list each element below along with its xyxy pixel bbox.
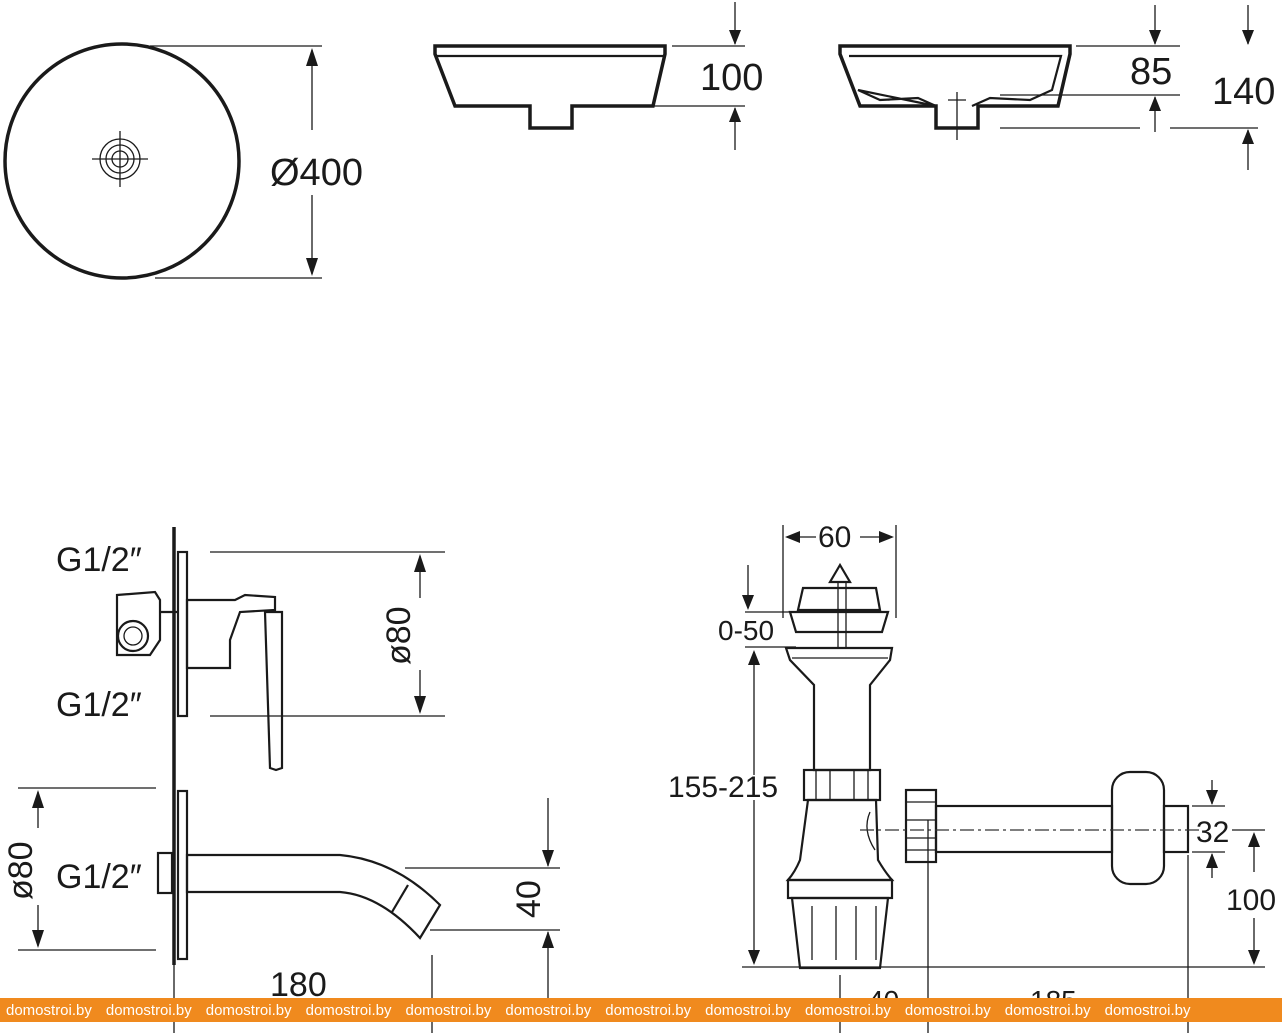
- siphon-cup: [790, 896, 890, 970]
- basin-top-view: Ø400: [3, 42, 363, 280]
- spout-body: [185, 853, 442, 940]
- basin-diameter-label: Ø400: [270, 152, 363, 194]
- plug-stopper: [828, 562, 852, 584]
- watermark-text: domostroi.by: [1104, 1001, 1191, 1019]
- watermark-text: domostroi.by: [904, 1001, 991, 1019]
- outlet-nut: [904, 788, 938, 864]
- siphon-plug-width-label: 60: [818, 521, 851, 554]
- diameter-dimension: Ø400: [150, 45, 363, 279]
- drain-symbol: [92, 131, 148, 187]
- mixer-thread-top-label: G1/2″: [56, 541, 142, 579]
- basin-inner-depth-label: 85: [1130, 51, 1172, 93]
- siphon-height-range-label: 155-215: [668, 771, 778, 804]
- siphon-outlet-diameter-label: 32: [1196, 816, 1229, 849]
- watermark-text: domostroi.by: [705, 1001, 791, 1019]
- siphon-inlet-pipe: [784, 646, 894, 772]
- spout-drawing: ø80 G1/2″ 40 180: [2, 787, 560, 1033]
- outlet-pipe: [934, 804, 1114, 854]
- mixer-wall-plate: [176, 550, 189, 718]
- basin-height-label: 100: [700, 57, 763, 99]
- mixer-lever: [263, 610, 284, 772]
- spout-drop-label: 40: [510, 880, 548, 918]
- watermark-strip: domostroi.by domostroi.by domostroi.by d…: [0, 998, 1282, 1022]
- spout-plate-diameter-label: ø80: [2, 841, 40, 900]
- mixer-plate-diameter-label: ø80: [380, 606, 418, 665]
- watermark-text: domostroi.by: [805, 1001, 891, 1019]
- spout-length-label: 180: [270, 966, 327, 1004]
- basin-total-height-label: 140: [1212, 71, 1275, 113]
- siphon-bottle: [785, 798, 895, 882]
- watermark-text: domostroi.by: [305, 1001, 392, 1019]
- watermark-text: domostroi.by: [405, 1001, 492, 1019]
- mixer-drawing: ø80 G1/2″ G1/2″: [56, 527, 445, 965]
- wall-rosette: [1110, 770, 1166, 886]
- spout-thread-label: G1/2″: [56, 858, 142, 896]
- basin-rim: [3, 42, 241, 280]
- siphon-outlet-height-label: 100: [1226, 884, 1276, 917]
- mixer-bracket: [115, 590, 162, 657]
- watermark-text: domostroi.by: [6, 1001, 92, 1019]
- mixer-thread-bottom-label: G1/2″: [56, 686, 142, 724]
- watermark-text: domostroi.by: [1004, 1001, 1091, 1019]
- spout-wall-plate: [176, 789, 189, 961]
- basin-section-view: 85 140: [838, 5, 1275, 170]
- watermark-text: domostroi.by: [505, 1001, 592, 1019]
- siphon-drawing: 60 0-50: [668, 521, 1276, 1033]
- basin-side-view: 100: [433, 2, 763, 150]
- watermark-text: domostroi.by: [105, 1001, 192, 1019]
- watermark-text: domostroi.by: [605, 1001, 692, 1019]
- watermark-text: domostroi.by: [205, 1001, 292, 1019]
- siphon-plug-adjust-label: 0-50: [718, 615, 774, 646]
